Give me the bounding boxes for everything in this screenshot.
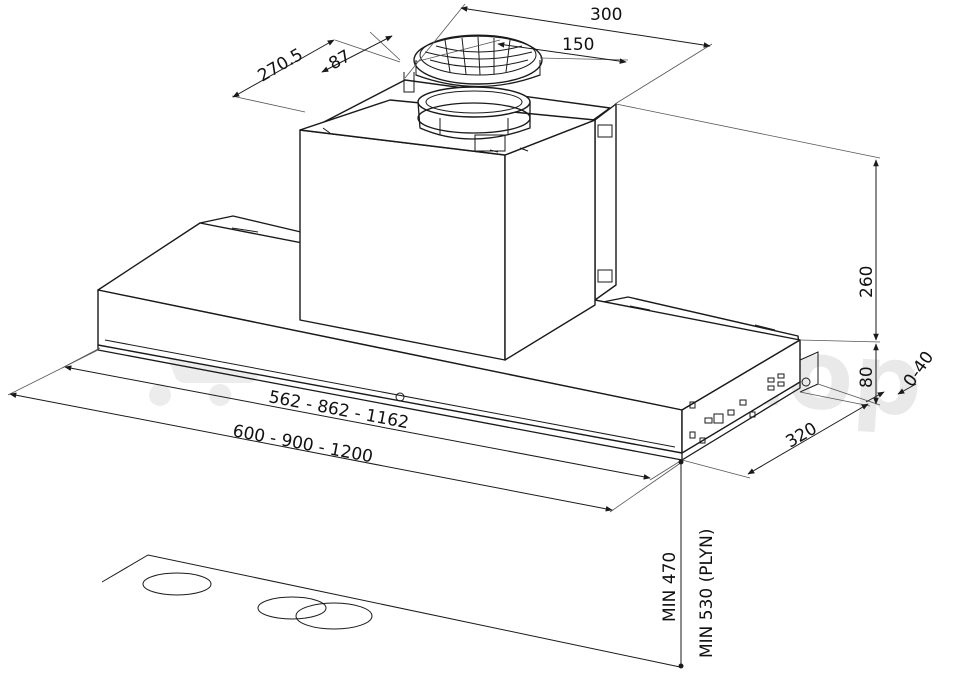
dim-150-label: 150	[562, 35, 594, 55]
dim-260: 260	[615, 103, 881, 343]
burner-right	[295, 602, 373, 630]
dim-87-label: 87	[326, 46, 355, 74]
dim-outer-width-label: 600 - 900 - 1200	[231, 421, 374, 467]
chimney-front	[299, 129, 506, 361]
dim-87: 87	[321, 31, 401, 74]
cooktop	[101, 554, 681, 668]
burner-middle	[257, 596, 327, 620]
dim-min-height: MIN 470 MIN 530 (PLYN)	[660, 459, 717, 669]
dim-80: 80	[817, 343, 881, 406]
dim-270-5-label: 270.5	[255, 45, 307, 87]
dim-min-470-label: MIN 470	[660, 552, 680, 622]
chimney	[299, 79, 617, 361]
dim-300: 300	[404, 3, 713, 105]
burner-left	[142, 572, 212, 596]
chimney-top	[299, 99, 596, 156]
dim-150: 150	[414, 35, 629, 64]
dim-260-label: 260	[857, 266, 877, 298]
dim-80-label: 80	[857, 366, 877, 388]
dim-300-label: 300	[590, 5, 622, 25]
side-panel-slots	[689, 373, 785, 444]
dim-min-530-label: MIN 530 (PLYN)	[697, 529, 717, 658]
